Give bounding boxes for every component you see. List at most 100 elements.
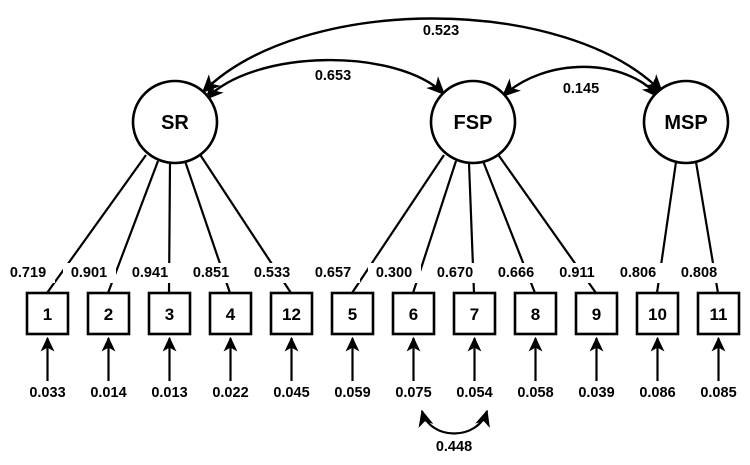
indicator-box[interactable] bbox=[391, 291, 436, 336]
error-value: 0.045 bbox=[273, 385, 309, 401]
error-value: 0.022 bbox=[212, 385, 248, 401]
label-backdrop bbox=[185, 263, 238, 283]
indicator-box[interactable] bbox=[452, 291, 497, 336]
label-backdrop bbox=[325, 383, 380, 403]
indicator-label: 10 bbox=[648, 305, 667, 324]
error-value: 0.085 bbox=[700, 385, 736, 401]
label-backdrop bbox=[447, 383, 502, 403]
indicator-label: 1 bbox=[43, 305, 52, 324]
loading-line-sr-2 bbox=[106, 160, 160, 294]
loading-value: 0.533 bbox=[254, 265, 290, 281]
label-backdrop bbox=[246, 263, 299, 283]
loading-line-fsp-5 bbox=[351, 154, 445, 294]
latent-factors: SR FSP MSP bbox=[131, 79, 730, 165]
latent-ellipse-fsp[interactable] bbox=[429, 79, 517, 165]
label-backdrop bbox=[673, 263, 726, 283]
indicator-box[interactable] bbox=[635, 291, 680, 336]
label-backdrop bbox=[142, 383, 197, 403]
latent-factor-msp[interactable]: MSP bbox=[642, 79, 730, 165]
latent-ellipse-msp[interactable] bbox=[642, 79, 730, 165]
latent-factor-sr[interactable]: SR bbox=[131, 79, 219, 165]
correlation-arc-sr-msp bbox=[201, 17, 664, 94]
correlation-value-sr-fsp: 0.653 bbox=[315, 68, 351, 84]
latent-label-msp: MSP bbox=[664, 112, 707, 134]
error-value: 0.059 bbox=[334, 385, 370, 401]
indicator-box[interactable] bbox=[86, 291, 131, 336]
indicator-box[interactable] bbox=[208, 291, 253, 336]
label-backdrop bbox=[203, 383, 258, 403]
error-value: 0.013 bbox=[151, 385, 187, 401]
indicator-group: 9 0.911 0.039 bbox=[551, 263, 624, 403]
indicator-box[interactable] bbox=[696, 291, 741, 336]
correlation-arc-sr-fsp bbox=[204, 58, 446, 101]
indicator-label: 8 bbox=[531, 305, 540, 324]
error-value: 0.058 bbox=[517, 385, 553, 401]
correlation-arc-fsp-msp bbox=[501, 65, 661, 99]
loading-value: 0.911 bbox=[559, 265, 595, 281]
latent-factor-fsp[interactable]: FSP bbox=[429, 79, 517, 165]
correlation-label-sr-msp: 0.523 bbox=[414, 21, 468, 41]
label-backdrop bbox=[414, 21, 468, 41]
indicator-label: 7 bbox=[470, 305, 479, 324]
label-backdrop bbox=[508, 383, 563, 403]
correlation-value-fsp-msp: 0.145 bbox=[563, 81, 599, 97]
label-backdrop bbox=[427, 437, 481, 457]
label-backdrop bbox=[307, 263, 360, 283]
loading-value: 0.670 bbox=[437, 265, 473, 281]
label-backdrop bbox=[630, 383, 685, 403]
label-backdrop bbox=[306, 66, 360, 86]
label-backdrop bbox=[2, 263, 55, 283]
indicator-label: 3 bbox=[165, 305, 174, 324]
indicator-box[interactable] bbox=[25, 291, 70, 336]
correlation-label-sr-fsp: 0.653 bbox=[306, 66, 360, 86]
error-covariance: 0.448 bbox=[418, 409, 490, 457]
latent-label-fsp: FSP bbox=[454, 112, 493, 134]
label-backdrop bbox=[20, 383, 75, 403]
indicator-group: 3 0.941 0.013 bbox=[124, 263, 197, 403]
label-backdrop bbox=[264, 383, 319, 403]
indicator-label: 2 bbox=[104, 305, 113, 324]
correlation-label-fsp-msp: 0.145 bbox=[554, 79, 608, 99]
error-covariance-value: 0.448 bbox=[436, 439, 472, 455]
indicator-box[interactable] bbox=[574, 291, 619, 336]
indicator-box[interactable] bbox=[513, 291, 558, 336]
error-value: 0.086 bbox=[639, 385, 675, 401]
correlation-labels: 0.523 0.653 0.145 bbox=[306, 21, 608, 99]
loading-value: 0.300 bbox=[376, 265, 412, 281]
indicator-group: 12 0.533 0.045 bbox=[246, 263, 319, 403]
label-backdrop bbox=[490, 263, 543, 283]
error-value: 0.039 bbox=[578, 385, 614, 401]
indicator-label: 4 bbox=[226, 305, 236, 324]
loading-value: 0.719 bbox=[10, 265, 46, 281]
error-value: 0.033 bbox=[29, 385, 65, 401]
error-covariance-arc bbox=[418, 409, 490, 435]
loading-value: 0.941 bbox=[132, 265, 168, 281]
indicator-label: 11 bbox=[710, 305, 728, 324]
label-backdrop bbox=[551, 263, 604, 283]
latent-label-sr: SR bbox=[161, 112, 189, 134]
label-backdrop bbox=[81, 383, 136, 403]
correlation-value-sr-msp: 0.523 bbox=[423, 23, 459, 39]
indicator-box[interactable] bbox=[330, 291, 375, 336]
indicator-label: 12 bbox=[282, 305, 301, 324]
indicator-box[interactable] bbox=[269, 291, 314, 336]
indicator-box[interactable] bbox=[147, 291, 192, 336]
label-backdrop bbox=[368, 263, 421, 283]
indicator-label: 9 bbox=[592, 305, 601, 324]
latent-ellipse-sr[interactable] bbox=[131, 79, 219, 165]
loading-value: 0.666 bbox=[498, 265, 534, 281]
label-backdrop bbox=[691, 383, 746, 403]
indicator-group: 1 0.719 0.033 bbox=[2, 263, 75, 403]
error-value: 0.075 bbox=[395, 385, 431, 401]
label-backdrop bbox=[429, 263, 482, 283]
indicator-label: 5 bbox=[348, 305, 357, 324]
label-backdrop bbox=[124, 263, 177, 283]
